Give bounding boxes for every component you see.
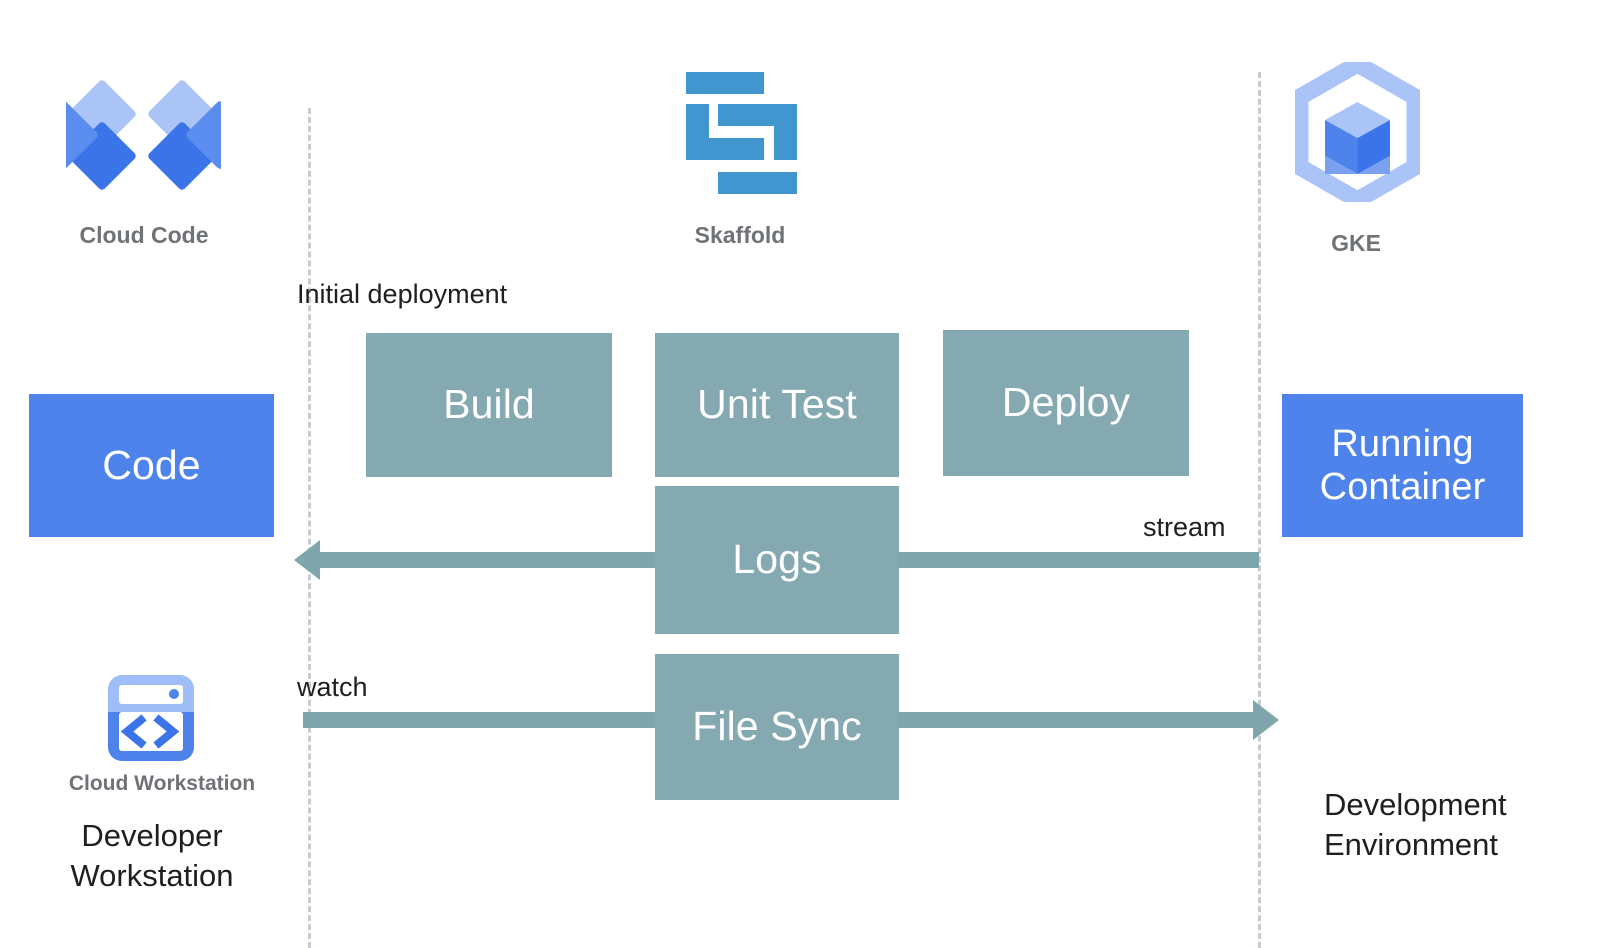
build-stage-box[interactable]: Build (366, 333, 612, 477)
gke-hexagon-cube-icon (1291, 55, 1424, 209)
skaffold-s-blocks-icon (684, 72, 799, 197)
left-boundary-divider (308, 108, 311, 948)
stream-label: stream (1143, 512, 1226, 542)
file-sync-arrow-head-right (1253, 700, 1279, 740)
code-box[interactable]: Code (29, 394, 274, 537)
developer-workstation-label: Developer Workstation (28, 816, 276, 895)
logs-arrow-shaft-right (897, 552, 1259, 568)
file-sync-arrow-shaft-right (897, 712, 1255, 728)
developer-workstation-line-2: Workstation (70, 857, 234, 893)
skaffold-caption: Skaffold (694, 222, 786, 248)
logs-stage-box[interactable]: Logs (655, 486, 899, 634)
development-environment-line-2: Environment (1324, 826, 1499, 862)
running-container-line-2: Container (1319, 465, 1486, 508)
deploy-stage-box[interactable]: Deploy (943, 330, 1189, 476)
file-sync-arrow-shaft-left (303, 712, 658, 728)
logs-arrow-head-left (294, 540, 320, 580)
developer-workstation-line-1: Developer (81, 818, 223, 853)
running-container-box[interactable]: Running Container (1282, 394, 1523, 537)
gke-caption: GKE (1331, 230, 1381, 256)
watch-label: watch (297, 672, 368, 702)
logs-arrow-shaft-left (318, 552, 658, 568)
cloud-workstation-caption: Cloud Workstation (68, 772, 256, 795)
file-sync-stage-box[interactable]: File Sync (655, 654, 899, 800)
initial-deployment-label: Initial deployment (297, 279, 508, 309)
cloud-code-caption: Cloud Code (79, 222, 209, 248)
unit-test-stage-box[interactable]: Unit Test (655, 333, 899, 477)
cloud-workstation-code-window-icon (105, 672, 197, 764)
cloud-code-diamonds-icon (30, 78, 254, 193)
development-environment-line-1: Development (1324, 787, 1507, 822)
right-boundary-divider (1258, 72, 1261, 948)
development-environment-label: Development Environment (1324, 785, 1507, 864)
running-container-line-1: Running (1331, 422, 1474, 465)
